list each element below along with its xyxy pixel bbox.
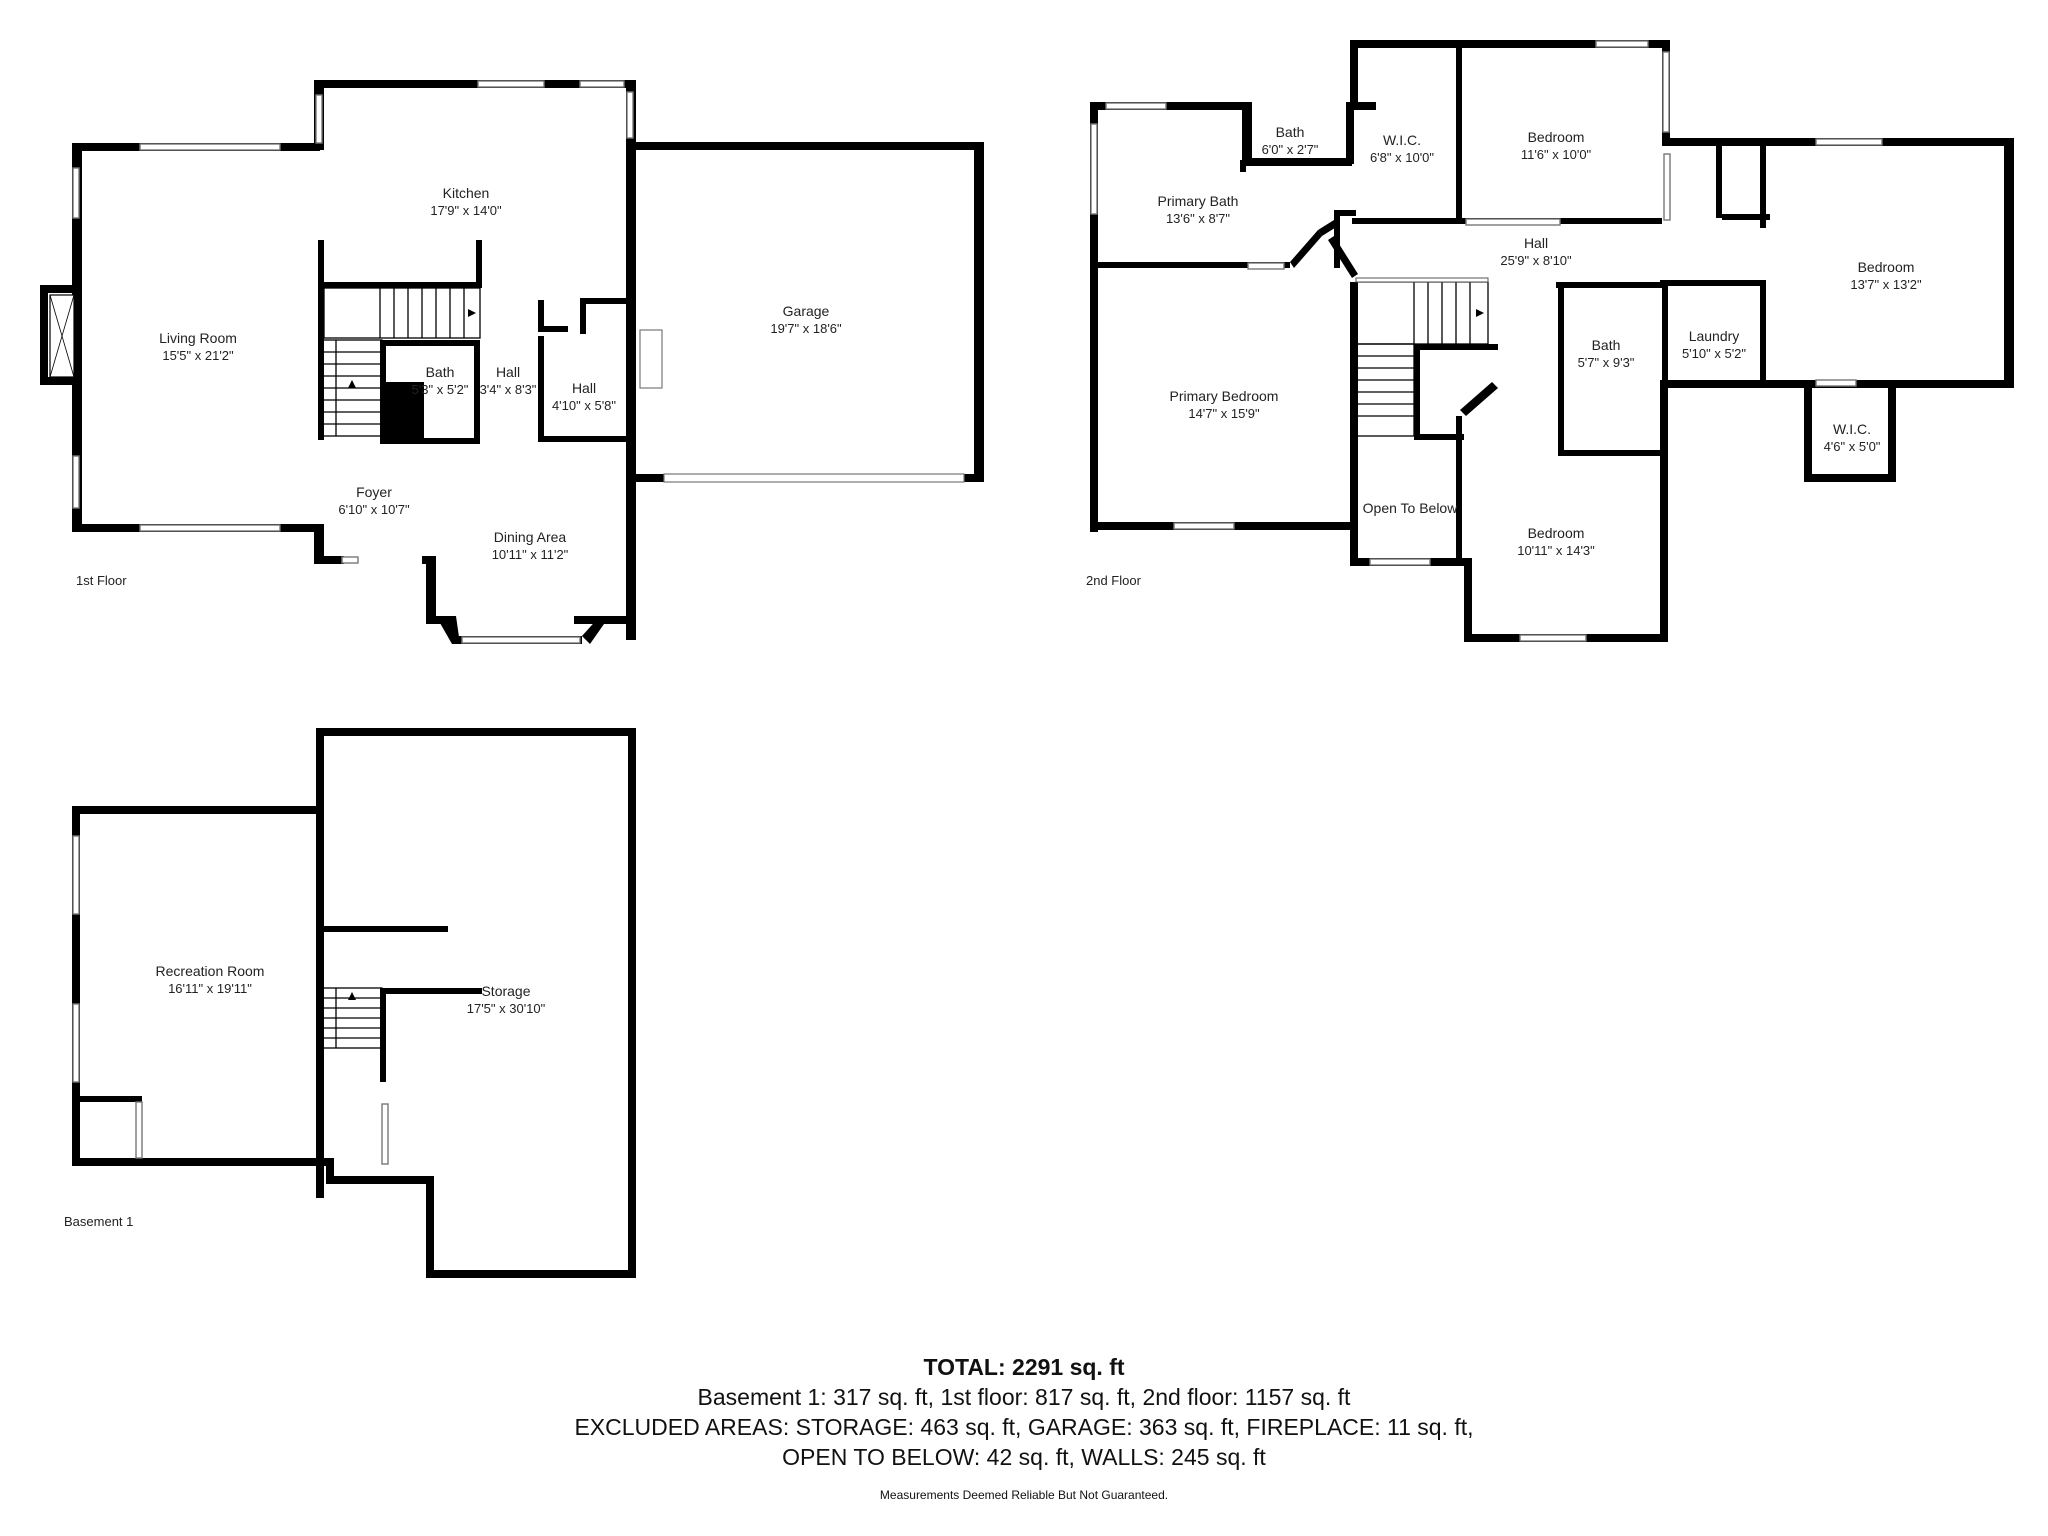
area-summary: TOTAL: 2291 sq. ft Basement 1: 317 sq. f…	[0, 1352, 2048, 1502]
recreation-room-dim: 16'11" x 19'11"	[168, 981, 252, 996]
primary-bath-name: Primary Bath	[1158, 193, 1239, 209]
basement-label: Basement 1	[64, 1214, 133, 1229]
bedroom-b-name: Bedroom	[1858, 259, 1915, 275]
first-floor-plan	[40, 80, 984, 644]
hall-name: Hall	[1524, 235, 1548, 251]
first-floor-stairs	[321, 287, 481, 437]
basement-stairs	[321, 987, 383, 1049]
garage-name: Garage	[783, 303, 830, 319]
basement-plan	[72, 728, 636, 1278]
wic-b-dim: 4'6" x 5'0"	[1824, 439, 1881, 454]
wic-b-name: W.I.C.	[1833, 421, 1871, 437]
storage-name: Storage	[481, 983, 530, 999]
dining-area-dim: 10'11" x 11'2"	[492, 547, 569, 562]
hall-a-name: Hall	[496, 364, 520, 380]
laundry-name: Laundry	[1689, 328, 1740, 344]
primary-bedroom-name: Primary Bedroom	[1170, 388, 1279, 404]
bedroom-c-dim: 10'11" x 14'3"	[1517, 543, 1595, 558]
living-room-dim: 15'5" x 21'2"	[162, 348, 234, 363]
bedroom-b-dim: 13'7" x 13'2"	[1850, 277, 1922, 292]
first-floor-label: 1st Floor	[76, 573, 127, 588]
second-floor-label: 2nd Floor	[1086, 573, 1142, 588]
bedroom-c-name: Bedroom	[1528, 525, 1585, 541]
second-bath-name: Bath	[1592, 337, 1621, 353]
disclaimer: Measurements Deemed Reliable But Not Gua…	[879, 1488, 1169, 1502]
kitchen-dim: 17'9" x 14'0"	[430, 203, 502, 218]
foyer-name: Foyer	[356, 484, 392, 500]
excluded-areas: EXCLUDED AREAS: STORAGE: 463 sq. ft, GAR…	[574, 1414, 1474, 1440]
hall-dim: 25'9" x 8'10"	[1500, 253, 1572, 268]
primary-bath-dim: 13'6" x 8'7"	[1166, 211, 1230, 226]
living-room-name: Living Room	[159, 330, 237, 346]
wic-a-dim: 6'8" x 10'0"	[1370, 150, 1434, 165]
hall-a-dim: 3'4" x 8'3"	[480, 382, 537, 397]
wic-a-name: W.I.C.	[1383, 132, 1421, 148]
kitchen-name: Kitchen	[443, 185, 490, 201]
primary-bedroom-dim: 14'7" x 15'9"	[1188, 406, 1260, 421]
foyer-dim: 6'10" x 10'7"	[338, 502, 410, 517]
first-bath-name: Bath	[426, 364, 455, 380]
bedroom-a-dim: 11'6" x 10'0"	[1521, 147, 1592, 162]
storage-dim: 17'5" x 30'10"	[467, 1001, 546, 1016]
first-bath-dim: 5'3" x 5'2"	[412, 382, 469, 397]
small-bath-dim: 6'0" x 2'7"	[1262, 142, 1319, 157]
second-bath-dim: 5'7" x 9'3"	[1578, 355, 1635, 370]
dining-area-name: Dining Area	[494, 529, 567, 545]
laundry-dim: 5'10" x 5'2"	[1682, 346, 1746, 361]
small-bath-name: Bath	[1276, 124, 1305, 140]
recreation-room-name: Recreation Room	[156, 963, 265, 979]
total-area: TOTAL: 2291 sq. ft	[923, 1354, 1125, 1380]
second-floor-stairs	[1355, 277, 1489, 437]
garage-dim: 19'7" x 18'6"	[770, 321, 842, 336]
open-to-below-label: Open To Below	[1363, 500, 1459, 516]
hall-b-name: Hall	[572, 380, 596, 396]
hall-b-dim: 4'10" x 5'8"	[552, 398, 616, 413]
floor-areas: Basement 1: 317 sq. ft, 1st floor: 817 s…	[697, 1384, 1351, 1410]
second-floor-plan	[1090, 40, 2014, 642]
excluded-areas-continued: OPEN TO BELOW: 42 sq. ft, WALLS: 245 sq.…	[782, 1444, 1266, 1470]
bedroom-a-name: Bedroom	[1528, 129, 1585, 145]
